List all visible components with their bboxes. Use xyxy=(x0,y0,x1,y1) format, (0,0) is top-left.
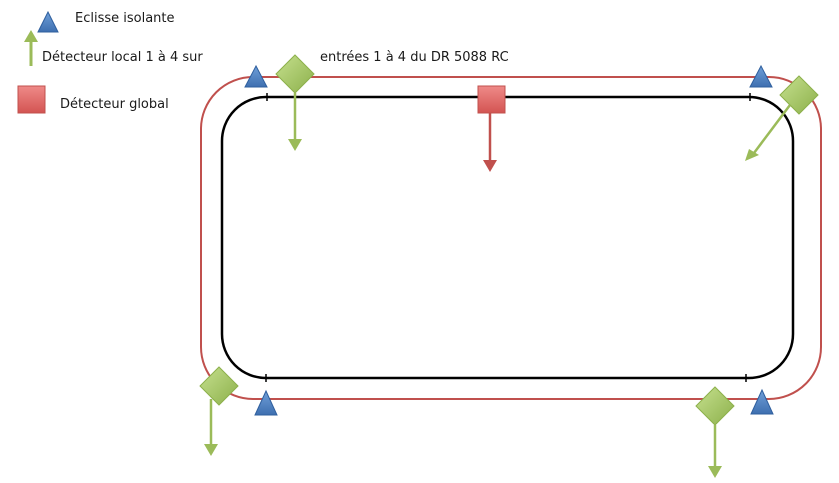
legend-local-label: Détecteur local 1 à 4 sur xyxy=(42,50,203,65)
legend-global-icon xyxy=(17,85,46,114)
local-detector-3-icon xyxy=(199,366,239,406)
joint-icon-bottom-left xyxy=(254,389,278,416)
local-detector-2 xyxy=(745,75,819,161)
local-detector-1-icon xyxy=(275,54,315,94)
legend-global-label: Détecteur global xyxy=(60,97,169,112)
global-detector-arrow xyxy=(483,113,497,172)
legend-local-label-cont: entrées 1 à 4 du DR 5088 RC xyxy=(320,50,509,65)
legend-joint-icon xyxy=(37,10,59,33)
local-detector-4 xyxy=(695,386,735,478)
local-detector-3 xyxy=(199,366,239,456)
joint-icon-top-right xyxy=(749,64,773,88)
legend-arrow-icon xyxy=(24,30,38,66)
local-detector-4-icon xyxy=(695,386,735,426)
global-detector-icon xyxy=(477,85,506,114)
local-detector-1 xyxy=(275,54,315,151)
outer-track xyxy=(200,76,822,400)
local-detector-2-icon xyxy=(779,75,819,115)
joint-icon-top-left xyxy=(244,64,268,88)
joint-icon-bottom-right xyxy=(750,388,774,415)
legend-joint-label: Eclisse isolante xyxy=(75,11,175,26)
inner-track xyxy=(220,95,795,380)
